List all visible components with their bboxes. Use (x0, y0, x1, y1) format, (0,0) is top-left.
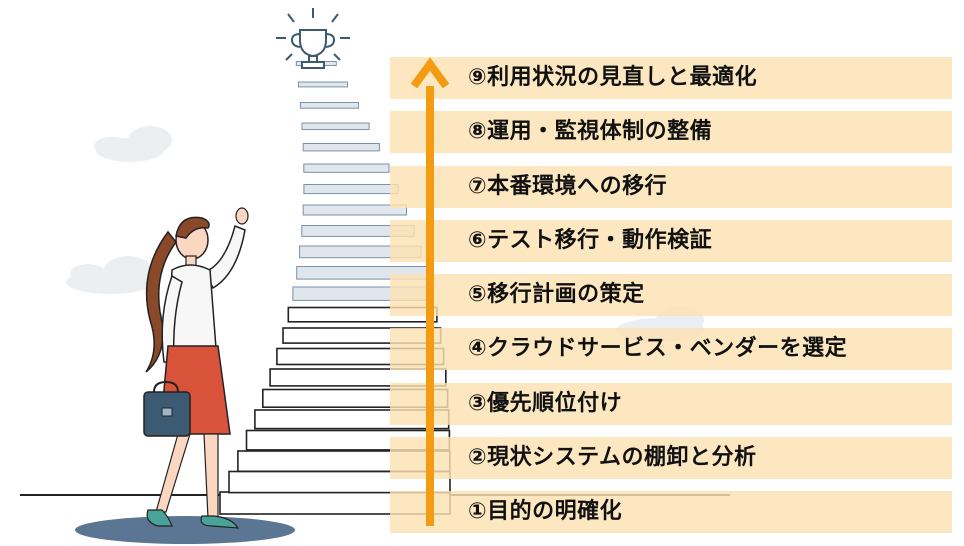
step-band (390, 274, 952, 316)
step-label: ⑨利用状況の見直しと最適化 (468, 65, 758, 90)
step-label: ②現状システムの棚卸と分析 (468, 444, 757, 470)
stair-step (303, 184, 399, 195)
stair-step (299, 102, 359, 109)
stair-step (302, 143, 380, 152)
stair-step (269, 368, 447, 387)
stair-step (298, 81, 348, 88)
step-band (390, 328, 952, 371)
step-band (390, 165, 952, 208)
step-band (390, 111, 952, 154)
step-label: ⑤移行計画の策定 (468, 282, 645, 307)
arrow-shaft (426, 86, 434, 526)
ground-shadow (75, 516, 295, 544)
arrow-head (410, 57, 450, 89)
trophy-icon (276, 8, 350, 69)
cloud-left-bottom (66, 256, 154, 294)
step-label: ⑥テスト移行・動作検証 (468, 227, 713, 253)
stair-step (302, 204, 408, 216)
briefcase-icon (143, 380, 191, 437)
step-label: ③優先順位付け (468, 390, 623, 416)
stair-step (303, 163, 390, 173)
step-band (390, 57, 952, 99)
cloud-left-top (94, 126, 172, 162)
step-band (390, 491, 952, 533)
step-band (390, 382, 952, 425)
step-label: ④クラウドサービス・ベンダーを選定 (468, 336, 848, 362)
step-band (390, 436, 952, 479)
step-band (390, 219, 952, 262)
step-label: ⑧運用・監視体制の整備 (468, 119, 713, 145)
stair-step (301, 122, 370, 131)
step-label: ①目的の明確化 (468, 499, 623, 524)
progress-arrow (410, 57, 450, 526)
step-label: ⑦本番環境への移行 (468, 173, 668, 199)
